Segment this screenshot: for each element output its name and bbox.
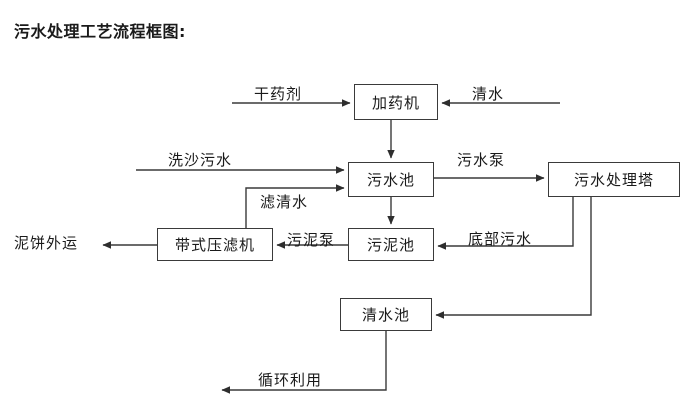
node-clear-water-pool[interactable]: 清水池 [340, 298, 432, 331]
terminal-label-mud-cake-export: 泥饼外运 [14, 234, 79, 252]
edge-bottom-wastewater-to-sludge-pool [437, 197, 574, 250]
node-dosing-machine[interactable]: 加药机 [354, 84, 438, 120]
edge-tower-to-clear-water-pool [435, 197, 592, 319]
node-label: 污水池 [366, 171, 415, 189]
node-label: 加药机 [371, 93, 420, 112]
node-treatment-tower[interactable]: 污水处理塔 [548, 162, 680, 197]
node-sludge-pool[interactable]: 污泥池 [348, 228, 434, 261]
node-wastewater-pool[interactable]: 污水池 [348, 162, 434, 197]
node-label: 带式压滤机 [174, 236, 255, 254]
node-belt-filter-press[interactable]: 带式压滤机 [157, 228, 273, 261]
edge-clear-water-to-recycle [221, 331, 387, 394]
edge-label-dry-chemical: 干药剂 [254, 85, 303, 103]
edge-label-filtered-clear-water: 滤清水 [260, 193, 309, 211]
edge-label-sludge-pump: 污泥泵 [287, 231, 336, 249]
node-label: 污水处理塔 [573, 171, 654, 189]
edge-label-bottom-wastewater: 底部污水 [468, 230, 533, 248]
page-title: 污水处理工艺流程框图: [14, 22, 186, 41]
edge-label-wastewater-pump: 污水泵 [457, 151, 506, 169]
node-label: 清水池 [361, 306, 410, 324]
node-label: 污泥池 [366, 236, 415, 254]
edge-label-clean-water: 清水 [472, 85, 505, 103]
edge-filtered-water-to-wastewater-pool [245, 184, 345, 228]
edge-label-sandwash-wastewater: 洗沙污水 [168, 151, 233, 169]
terminal-label-recycle-reuse: 循环利用 [258, 371, 323, 389]
